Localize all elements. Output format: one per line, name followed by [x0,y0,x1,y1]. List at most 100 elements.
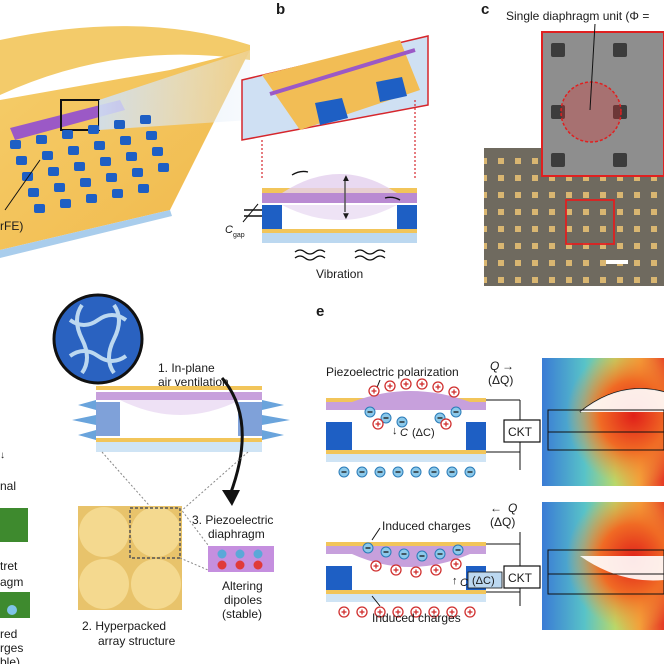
e2-dq-label: (ΔQ) [490,515,515,529]
positive-charge-icon [370,560,382,572]
step3-line2: diaphragm [208,527,265,541]
airflow-left [72,400,96,440]
array-unit [48,167,59,176]
positive-charge-icon [338,606,350,618]
array-unit [100,157,111,166]
film-blue-base [0,210,172,258]
left-fragment-line5: rges [0,641,23,655]
negative-charge-icon [396,416,408,428]
e1-bottom-yellow [326,450,486,454]
positive-charge-icon [368,385,380,397]
step1-line2: air ventilation [158,375,229,389]
array-unit [158,163,169,172]
positive-charge-icon [410,606,422,618]
panel-c: c Single diaphragm unit (Φ = [481,1,664,286]
panel-b: b ▲ ▼ C gap Vibr [225,1,429,281]
zoom-purple-bar [269,48,416,96]
array-unit [74,162,85,171]
left-fragment-line1: nal [0,479,16,493]
induced-top-label: Induced charges [382,519,471,533]
positive-charge-icon [374,606,386,618]
e2-ckt-box [503,565,541,589]
e2-bottom-blue [326,594,486,602]
array-unit [138,184,149,193]
arrow-right-icon: → [502,359,514,373]
array-unit [88,125,99,134]
negative-charge-icon [338,466,350,478]
dipole-pairs [217,549,263,570]
sem-pit [551,43,565,57]
e2-bottom-yellow [326,590,486,594]
step3-line1: 3. Piezoelectric [192,513,273,527]
e2-charges [338,542,476,618]
e1-spacer-left [326,422,352,450]
array-unit [114,120,125,129]
ventilation-inset [52,293,144,385]
unit-label-leader [589,23,596,111]
diaphragm-unit-2 [376,77,407,102]
flow-arrow [220,377,244,496]
minus-charge-icon [7,605,17,615]
sem-zoom-box [565,199,615,245]
sem-pit [613,43,627,57]
e1-capacitance: C [400,427,408,439]
array-unit [94,141,105,150]
arrow-up-icon: ▲ [341,173,351,184]
capacitor-symbol [242,203,262,223]
guide-2 [179,451,249,513]
induced-top-leader [371,527,381,541]
panel-letter-c: c [481,1,489,18]
panel-letter-b: b [276,1,285,18]
dipoles-line1: Altering [222,579,263,593]
d-spacer-left [96,402,120,436]
airflow-right [262,400,290,440]
negative-charge-icon [450,406,462,418]
positive-charge-icon [432,381,444,393]
array-unit [126,152,137,161]
step2-line2: array structure [98,634,176,648]
dipole-pair [253,549,263,570]
unit-size-label: Single diaphragm unit (Φ = [506,9,649,23]
inset-pattern [68,303,128,375]
array-unit [42,151,53,160]
sem-pit [551,153,565,167]
flow-arrow-head [222,490,240,506]
e1-delta-c: (ΔC) [412,427,435,439]
polarization-label: Piezoelectric polarization [326,365,459,379]
positive-charge-icon [372,418,384,430]
negative-charge-icon [398,548,410,560]
guide-1 [101,451,156,513]
negative-charge-icon [392,466,404,478]
negative-charge-icon [464,466,476,478]
array-unit [16,156,27,165]
d-bottom-yellow [96,438,262,442]
negative-charge-icon [446,466,458,478]
sim1-outline [547,409,664,451]
d-sag [120,400,240,415]
negative-charge-icon [428,466,440,478]
label-leader [4,159,41,211]
sim1-diaphragm-fill [580,388,664,412]
positive-charge-icon [430,564,442,576]
step1-line1: 1. In-plane [158,361,215,375]
e2-dc-box [467,571,503,589]
e2-top-yellow [326,542,486,546]
induced-bottom-label: Induced charges [372,611,461,625]
film-top-sheet [0,26,250,95]
negative-charge-icon [362,542,374,554]
positive-charge-icon [384,380,396,392]
zoom-beam [99,50,250,130]
e2-q-label: Q [508,501,517,515]
left-fragment-line4: red [0,627,17,641]
positive-charge-icon [440,418,452,430]
cs-bottom-yellow [262,229,417,233]
positive-charge-icon [410,566,422,578]
cs-spacer-left [262,205,282,229]
vibration-mark-left [291,170,309,176]
arrow-down-icon: ▼ [341,211,351,222]
array-unit [68,146,79,155]
panel-a: rFE) [0,26,250,258]
array-unit [22,172,33,181]
vibration-mark-right [384,196,401,201]
